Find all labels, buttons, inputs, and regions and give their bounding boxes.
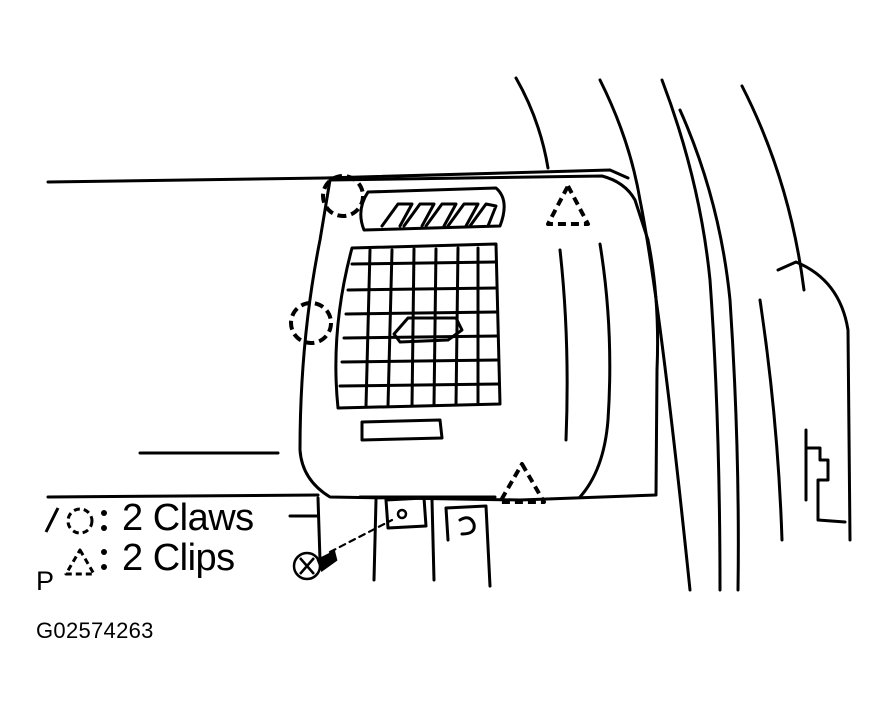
screw-icon [292,550,338,581]
dashboard-top-edge [46,168,630,184]
bracket-hole [396,508,408,520]
lower-bracket [384,496,428,530]
legend-claws-label: 2 Claws [122,497,254,539]
claw-marker-top [321,174,365,218]
pillar-line-3 [660,78,722,592]
vent-grille-frame [334,242,502,410]
figure-id-label: G02574263 [36,618,154,643]
vent-horizontal-louvers [338,260,501,388]
legend-clip-colon-top [101,549,107,555]
door-edge-step [804,428,847,524]
claw-marker-left [289,301,333,345]
legend-claw-colon-top [101,510,107,516]
clip-marker-bottom [498,462,546,504]
panel-inner-contour-2 [558,248,569,442]
lower-panel-right [444,504,492,588]
pillar-line-1 [514,76,550,170]
legend-clip-symbol-icon [64,548,96,576]
legend-clip-colon-bottom [101,564,107,570]
vent-vertical-louvers [364,246,480,408]
lower-bracket-body [372,498,436,582]
connector-hook [458,516,476,536]
legend-clips-label: 2 Clips [122,537,235,579]
pillar-line-2 [598,78,692,592]
lower-panel-left [316,496,322,562]
screw-dashed-path [328,518,394,554]
legend-claw-symbol-icon [66,507,94,535]
legend-p-mark: P [36,566,54,596]
pillar-line-6 [776,260,852,542]
vent-lower-slot [360,418,444,442]
clip-marker-top [546,184,590,226]
dashboard-lower-edge [46,493,320,499]
pillar-line-5 [740,84,806,292]
legend-claw-colon-bottom [101,525,107,531]
pillar-line-7 [758,298,784,542]
vent-adjust-knob [392,316,464,344]
vent-upper-louvers [380,202,498,228]
pillar-line-4 [678,108,740,592]
panel-inner-contour [578,242,612,499]
legend-slash-mark [44,507,60,533]
